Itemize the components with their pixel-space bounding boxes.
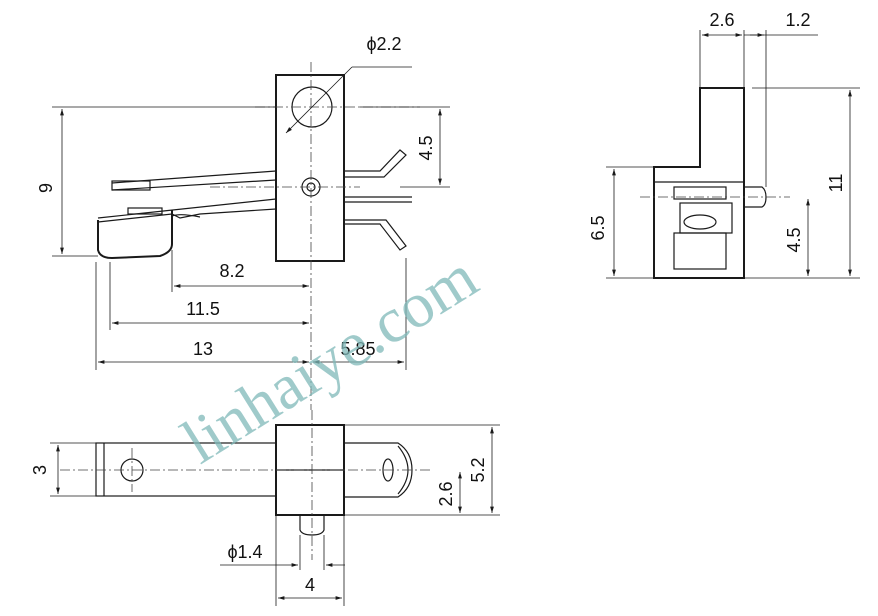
dim-top-4-label: 4 — [305, 575, 315, 595]
watermark-text: linhaiye.com — [170, 241, 489, 477]
dim-top-3-label: 3 — [30, 465, 50, 475]
terminal-bottom — [344, 219, 407, 251]
dim-82-label: 8.2 — [219, 261, 244, 281]
lever-edge-2 — [111, 179, 277, 191]
side-slot-bottom — [673, 232, 727, 270]
actuator-curve — [171, 214, 201, 218]
top-view: 3 2.6 5.2 ϕ1.4 4 — [30, 410, 500, 606]
dim-13-label: 13 — [193, 339, 213, 359]
dim-side-11-label: 11 — [826, 174, 846, 193]
dim-585-label: 5.85 — [340, 339, 375, 359]
dim-top-26-label: 2.6 — [436, 481, 456, 506]
hole-leader — [285, 66, 353, 134]
front-view: 9 4.5 8.2 11.5 13 5.85 ϕ2.2 — [36, 34, 450, 410]
side-view: 2.6 1.2 11 4.5 6.5 — [588, 10, 860, 279]
lever-lower-edge — [97, 198, 277, 219]
dim-side-45-label: 4.5 — [784, 227, 804, 252]
dim-top-52-label: 5.2 — [468, 457, 488, 482]
hole-diameter-label: ϕ2.2 — [366, 34, 401, 54]
lever-spring — [97, 208, 277, 223]
dim-side-65-label: 6.5 — [588, 215, 608, 240]
side-window — [683, 214, 717, 230]
dim-45-label: 4.5 — [416, 135, 436, 160]
side-body — [653, 87, 745, 279]
dim-top-14-label: ϕ1.4 — [227, 542, 262, 562]
terminal-top — [344, 149, 407, 178]
actuator-block — [97, 210, 173, 260]
dim-side-12-label: 1.2 — [785, 10, 810, 30]
lever-tip — [111, 180, 151, 191]
actuator-cap — [127, 207, 163, 215]
dim-115-label: 11.5 — [186, 299, 220, 319]
top-arm — [95, 442, 277, 497]
front-body — [275, 74, 345, 262]
dim-9-label: 9 — [36, 183, 56, 193]
dim-side-26-label: 2.6 — [709, 10, 734, 30]
top-pin — [299, 515, 325, 536]
side-slot-top — [673, 186, 727, 200]
